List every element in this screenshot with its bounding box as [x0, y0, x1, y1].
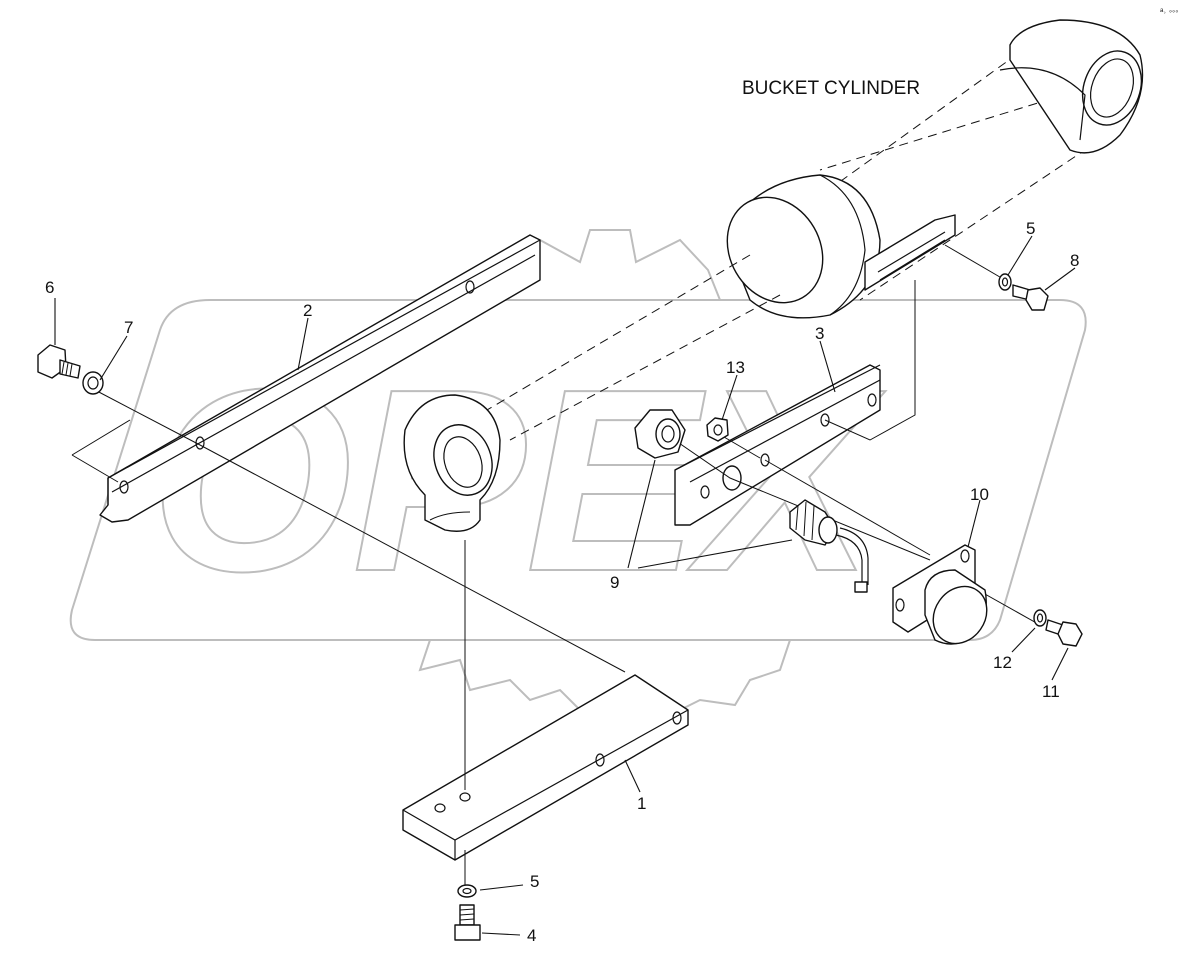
part-6-bolt: [37, 344, 81, 379]
bucket-cylinder: [403, 19, 1144, 532]
callout-7: 7: [124, 318, 133, 337]
callout-6: 6: [45, 278, 54, 297]
callout-leaders: [54, 235, 1076, 936]
callout-9: 9: [610, 573, 619, 592]
part-13-nut: [706, 417, 729, 442]
callouts: 6 7 2 3 13 5 8 10 9 12 11 1 5 4: [45, 219, 1079, 945]
callout-8: 8: [1070, 251, 1079, 270]
callout-5-upper: 5: [1026, 219, 1035, 238]
callout-5-lower: 5: [530, 872, 539, 891]
part-12-washer: [1033, 609, 1047, 627]
part-1-block: [402, 674, 689, 861]
part-9-sensor-fitting: [789, 499, 869, 593]
callout-2: 2: [303, 301, 312, 320]
part-3-small-bracket: [674, 364, 881, 526]
part-10-sensor-housing: [892, 544, 988, 645]
part-5-washer-lower: [457, 884, 477, 898]
callout-12: 12: [993, 653, 1012, 672]
callout-13: 13: [726, 358, 745, 377]
watermark-text: OPEX: [150, 336, 886, 626]
part-8-bolt: [1012, 284, 1049, 311]
part-9-nut: [634, 409, 686, 459]
part-5-washer-upper: [998, 273, 1012, 291]
callout-11: 11: [1042, 682, 1060, 701]
callout-3: 3: [815, 324, 824, 343]
corner-mark: ᵃ˒ ◦◦◦: [1160, 6, 1178, 16]
callout-1: 1: [637, 794, 646, 813]
part-11-bolt: [1045, 619, 1083, 647]
callout-10: 10: [970, 485, 989, 504]
callout-4: 4: [527, 926, 536, 945]
part-7-washer: [82, 371, 104, 395]
cylinder-title: BUCKET CYLINDER: [742, 78, 920, 99]
part-4-bolt: [454, 904, 481, 941]
